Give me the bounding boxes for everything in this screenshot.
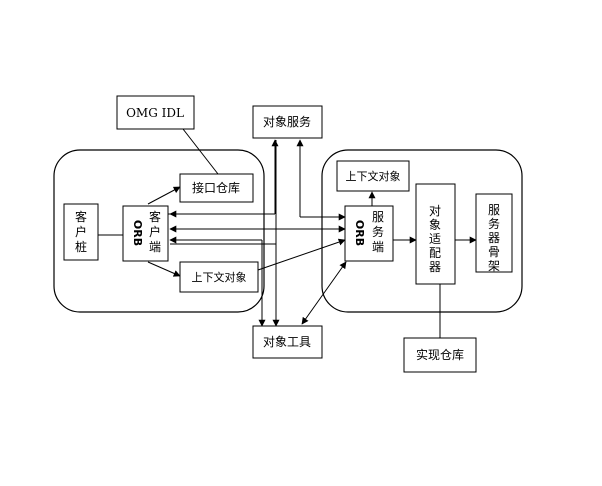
object-adapter-box <box>415 183 456 285</box>
client-orb-char-3: 端 <box>149 240 161 254</box>
interface-repository-label: 接口仓库 <box>192 180 240 195</box>
client-orb-rotated-label: ORB <box>131 220 144 246</box>
object-adapter-char-4: 配 <box>429 246 441 260</box>
client-context-object-box <box>179 261 259 293</box>
server-orb-rotated-label: ORB <box>353 220 366 246</box>
server-skeleton-char-2: 务 <box>488 216 500 231</box>
client-stub-char-1: 客 <box>75 209 87 224</box>
server-orb-char-1: 服 <box>372 210 384 224</box>
object-adapter-char-1: 对 <box>429 204 441 218</box>
client-stub-box <box>63 203 99 261</box>
arrow-server-orb-to-tools <box>301 261 347 325</box>
client-orb-char-2: 户 <box>149 224 161 239</box>
server-orb-box <box>344 205 394 262</box>
omg-idl-label: OMG IDL <box>126 106 184 120</box>
object-adapter-char-3: 适 <box>429 232 441 246</box>
arrow-orb-to-context <box>147 261 181 277</box>
server-orb-char-3: 端 <box>372 240 384 254</box>
implementation-repository-label: 实现仓库 <box>416 347 464 362</box>
client-context-object-label: 上下文对象 <box>192 270 247 284</box>
client-stub-char-2: 户 <box>75 224 87 239</box>
server-skeleton-char-4: 骨 <box>488 245 500 259</box>
server-context-object-label: 上下文对象 <box>346 169 401 183</box>
object-adapter-char-2: 象 <box>429 218 441 232</box>
arrow-context-to-server-orb <box>257 238 346 271</box>
server-orb-char-2: 务 <box>372 224 384 239</box>
server-context-object-box <box>336 160 410 192</box>
omg-idl-link <box>182 128 219 175</box>
client-orb-char-1: 客 <box>149 209 161 224</box>
interface-repository-box <box>179 173 254 203</box>
object-tools-label: 对象工具 <box>263 335 311 349</box>
object-services-box <box>252 105 323 139</box>
omg-idl-box <box>116 95 195 130</box>
object-tools-box <box>252 325 323 359</box>
server-skeleton-box <box>475 193 513 273</box>
server-skeleton-char-5: 架 <box>488 259 500 273</box>
server-skeleton-char-1: 服 <box>488 203 500 217</box>
implementation-repository-box <box>403 337 477 373</box>
arrow-orb-to-interface-repo <box>147 186 181 205</box>
client-orb-box <box>122 205 169 262</box>
server-skeleton-char-3: 器 <box>488 231 500 245</box>
object-services-label: 对象服务 <box>263 114 311 129</box>
object-adapter-char-5: 器 <box>429 260 441 274</box>
client-stub-char-3: 桩 <box>75 239 87 254</box>
